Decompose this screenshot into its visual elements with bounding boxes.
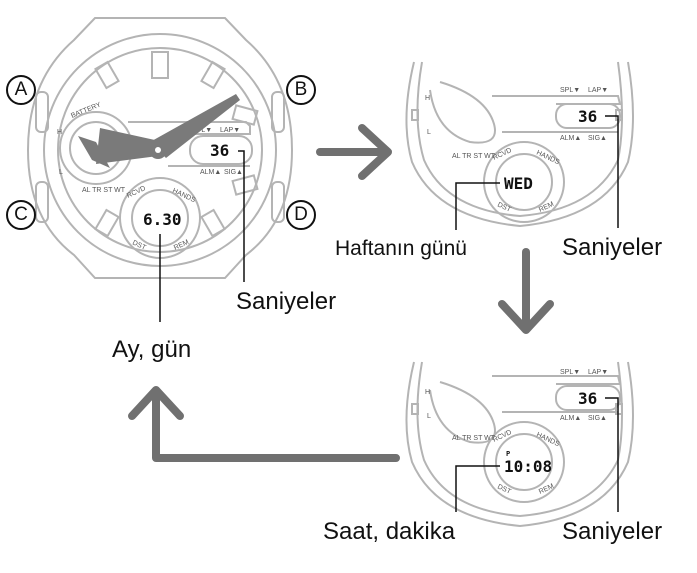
- month-day-label: Ay, gün: [112, 336, 192, 363]
- spl-label-3: SPL▼: [560, 369, 580, 376]
- time-seconds-label: Saniyeler: [562, 518, 663, 545]
- minute-hand: [150, 94, 240, 158]
- sig-label: SIG▲: [224, 169, 243, 176]
- weekday-label: Haftanın günü: [335, 237, 467, 260]
- weekday-watch: [405, 61, 634, 228]
- main-leader-lines: [159, 150, 245, 322]
- rcvd-label: RCVD: [126, 185, 147, 200]
- arrow-right: [316, 124, 392, 180]
- lap-label-2: LAP▼: [588, 87, 608, 94]
- weekday-seconds-label: Saniyeler: [562, 234, 663, 261]
- sub-dial-hand: [78, 136, 110, 168]
- arrow-down: [498, 248, 554, 334]
- l-mark-3: L: [427, 413, 431, 420]
- alm-label-2: ALM▲: [560, 135, 581, 142]
- spl-label-2: SPL▼: [560, 87, 580, 94]
- arrow-back: [128, 386, 400, 462]
- main-upper-lcd: 36: [210, 141, 229, 160]
- watch-hands: [78, 94, 240, 168]
- l-mark-2: L: [427, 129, 431, 136]
- weekday-leader-lines: [455, 115, 619, 230]
- battery-indicator: BATTERY: [70, 101, 102, 119]
- h-mark-2: H: [425, 95, 430, 102]
- hour-hand: [96, 128, 164, 164]
- alm-label: ALM▲: [200, 169, 221, 176]
- h-mark-3: H: [425, 389, 430, 396]
- flow-arrows: [128, 124, 554, 462]
- h-mark: H: [57, 129, 62, 136]
- button-b-marker: B: [286, 75, 316, 105]
- sig-label-2: SIG▲: [588, 135, 607, 142]
- lap-label-3: LAP▼: [588, 369, 608, 376]
- time-upper-lcd: 36: [578, 389, 597, 408]
- spl-label: SPL▼: [192, 127, 212, 134]
- weekday-lower-lcd: WED: [504, 174, 533, 193]
- time-lower-lcd: 10:08: [504, 457, 552, 476]
- l-mark: L: [59, 169, 63, 176]
- lap-label: LAP▼: [220, 127, 240, 134]
- time-watch: [405, 361, 634, 528]
- button-c-marker: C: [6, 200, 36, 230]
- button-a-marker: A: [6, 75, 36, 105]
- main-lower-lcd: 6.30: [143, 210, 182, 229]
- mode-labels-3: AL TR ST WT: [452, 435, 496, 442]
- mode-labels-2: AL TR ST WT: [452, 153, 496, 160]
- time-leader-lines: [455, 397, 619, 512]
- main-seconds-label: Saniyeler: [236, 288, 337, 315]
- hour-minute-label: Saat, dakika: [323, 518, 456, 545]
- weekday-upper-lcd: 36: [578, 107, 597, 126]
- sig-label-3: SIG▲: [588, 415, 607, 422]
- button-d-marker: D: [286, 200, 316, 230]
- time-pm-mark: P: [506, 450, 510, 458]
- main-watch: [26, 17, 294, 279]
- mode-labels: AL TR ST WT: [82, 187, 126, 194]
- alm-label-3: ALM▲: [560, 415, 581, 422]
